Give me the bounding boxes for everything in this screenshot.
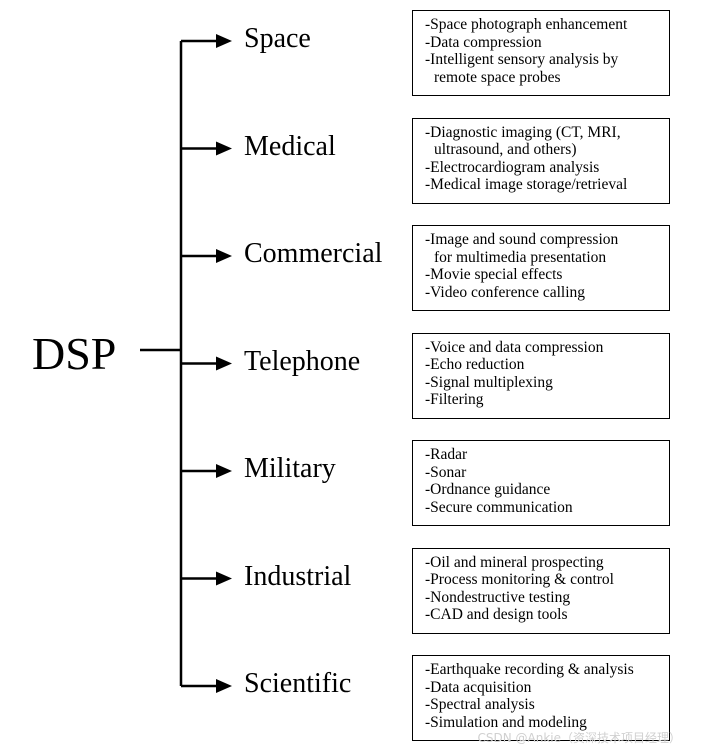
application-box-industrial: -Oil and mineral prospecting-Process mon… [412,547,670,634]
application-item: -Ordnance guidance [425,481,551,498]
application-item: -Radar [425,446,468,463]
application-item: -Echo reduction [425,356,525,373]
arrowhead-space [216,34,232,48]
root-label-dsp: DSP [32,328,117,379]
application-item: -Data compression [425,33,542,51]
application-item: -Signal multiplexing [425,373,553,391]
arrowhead-scientific [216,679,232,693]
application-item: -Electrocardiogram analysis [425,158,600,176]
application-item: -Simulation and modeling [425,713,587,731]
application-box-space: -Space photograph enhancement-Data compr… [412,10,670,96]
application-item: -Image and sound compression [425,231,619,248]
arrowhead-industrial [216,571,232,586]
arrowhead-telephone [216,356,232,371]
application-item: -Sonar [425,463,467,481]
application-item: -Movie special effects [425,266,563,283]
arrowhead-commercial [216,249,232,263]
category-label-medical: Medical [244,130,336,162]
application-box-medical: -Diagnostic imaging (CT, MRI,ultrasound,… [412,117,670,204]
category-label-space: Space [244,23,311,54]
arrowhead-military [216,464,232,478]
watermark: CSDN @Ankie（资深技术项目经理） [477,731,681,745]
application-item: ultrasound, and others) [434,141,577,158]
application-item: -Medical image storage/retrieval [425,176,628,193]
application-item: -Video conference calling [425,283,586,301]
application-item: -Nondestructive testing [425,588,571,606]
application-box-military: -Radar-Sonar-Ordnance guidance-Secure co… [412,440,670,526]
application-item: -Spectral analysis [425,696,535,713]
category-label-industrial: Industrial [244,560,352,592]
application-item: -Process monitoring & control [425,571,614,588]
category-label-scientific: Scientific [244,668,352,699]
category-label-military: Military [244,453,336,484]
application-item: -Intelligent sensory analysis by [425,51,619,68]
application-item: -Secure communication [425,498,573,516]
category-label-commercial: Commercial [244,238,383,269]
application-item: -CAD and design tools [425,606,568,623]
application-item: -Voice and data compression [425,338,604,356]
application-item: remote space probes [434,68,561,86]
application-item: -Diagnostic imaging (CT, MRI, [425,123,621,141]
application-item: -Earthquake recording & analysis [425,661,634,678]
application-item: -Oil and mineral prospecting [425,553,604,571]
application-box-telephone: -Voice and data compression-Echo reducti… [412,332,670,419]
application-box-scientific: -Earthquake recording & analysis-Data ac… [412,655,670,741]
application-item: -Space photograph enhancement [425,16,628,33]
application-item: -Data acquisition [425,678,532,696]
category-label-telephone: Telephone [244,345,361,377]
application-item: -Filtering [425,391,484,408]
application-item: for multimedia presentation [434,248,607,266]
arrowhead-medical [216,141,232,156]
